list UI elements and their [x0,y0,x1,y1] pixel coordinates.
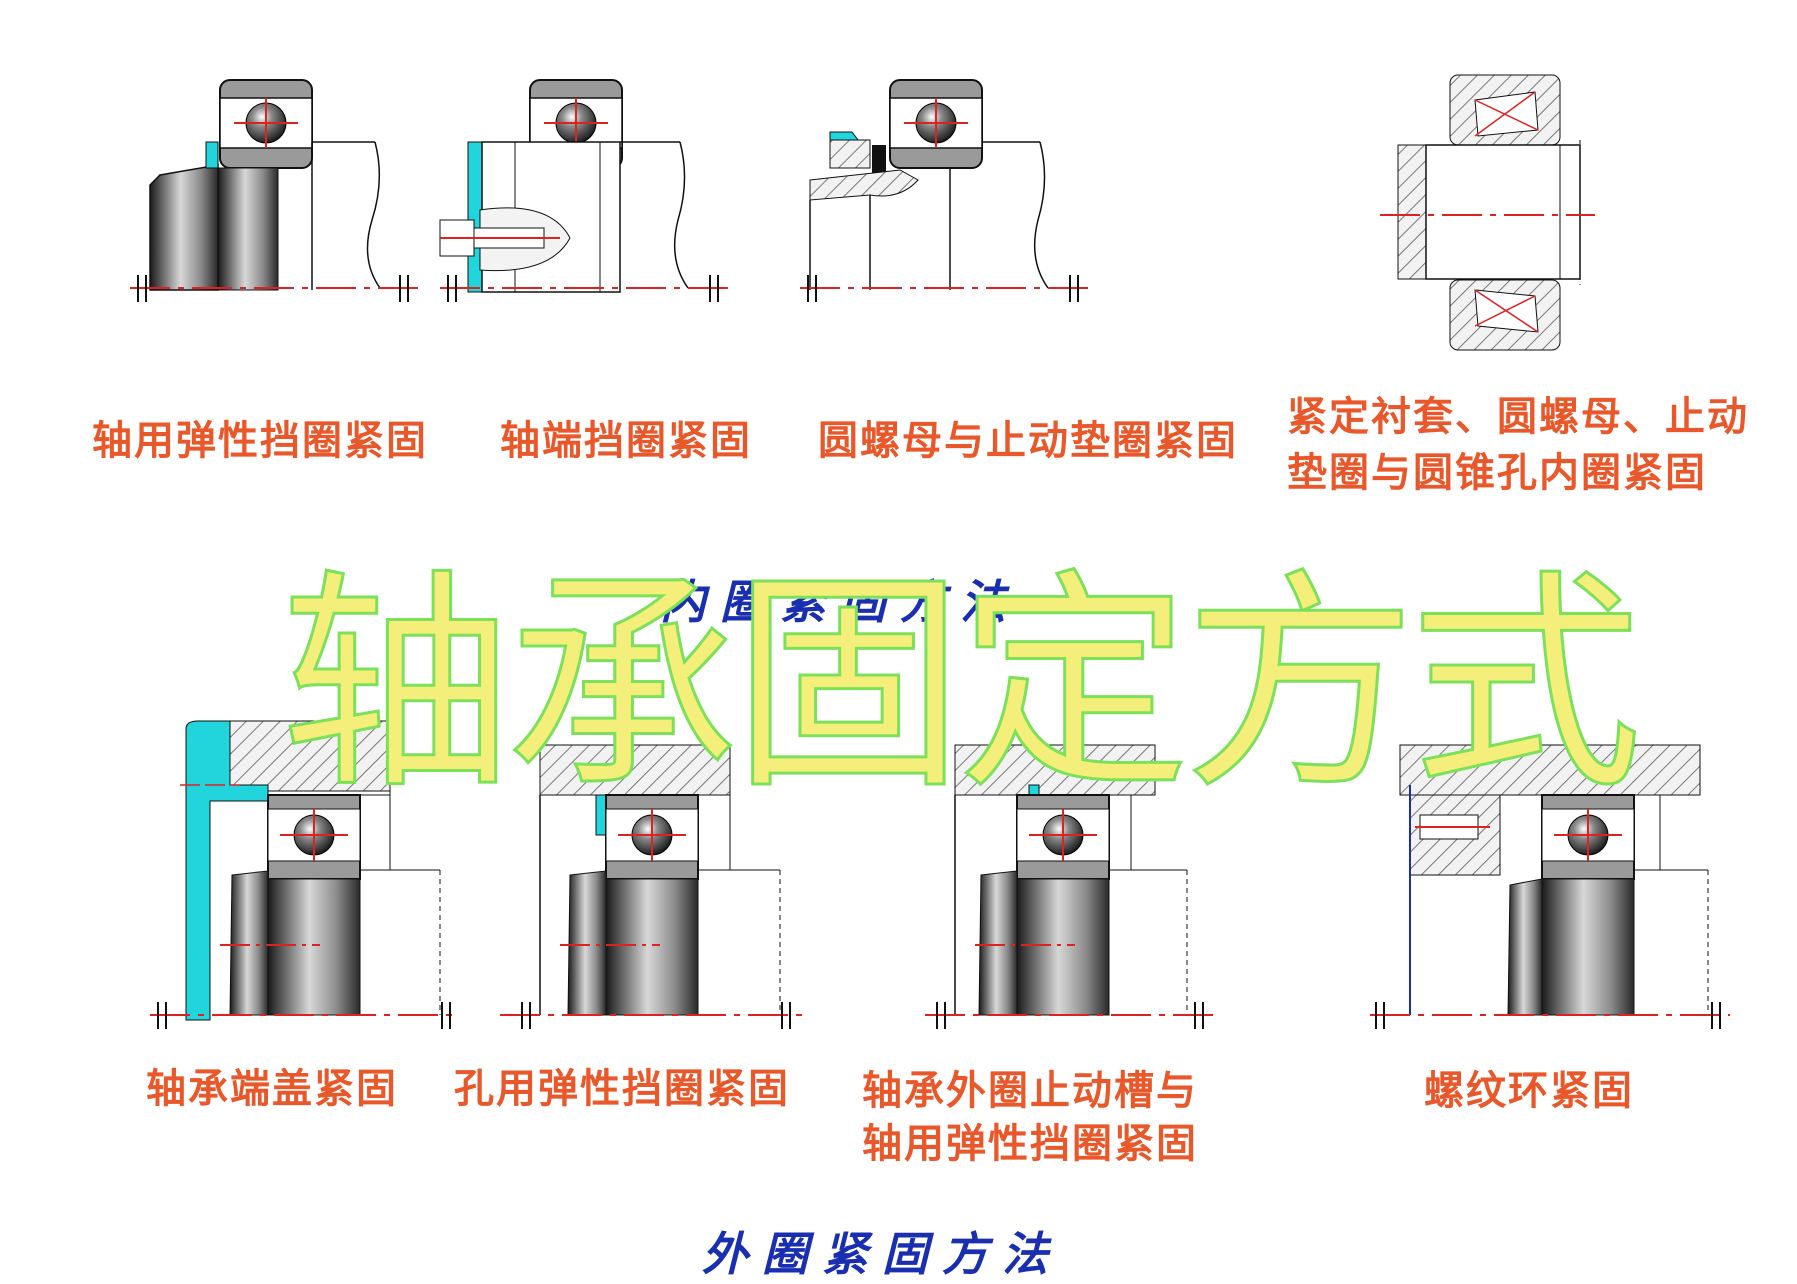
section-title-outer: 外圈紧固方法 [702,1227,1062,1281]
caption-outer-snap-groove-line2: 轴用弹性挡圈紧固 [862,1120,1198,1167]
caption-outer-threaded-ring: 螺纹环紧固 [1424,1067,1634,1114]
caption-inner-round-nut: 圆螺母与止动垫圈紧固 [818,417,1238,464]
figure-inner-adapter-sleeve [1380,70,1630,370]
caption-inner-end-plate: 轴端挡圈紧固 [500,417,752,464]
caption-inner-circlip: 轴用弹性挡圈紧固 [92,417,428,464]
figure-outer-snap-groove [925,715,1245,1035]
section-title-inner: 内圈紧固方法 [660,575,1020,629]
overlay-title: 轴承固定方式 [279,550,1644,820]
caption-inner-adapter-sleeve-line1: 紧定衬套、圆螺母、止动 [1287,393,1749,440]
figure-outer-end-cover [150,715,470,1035]
figure-inner-end-plate [439,70,740,350]
figure-inner-round-nut [800,70,1100,350]
figure-outer-hole-circlip [500,715,820,1035]
figure-inner-circlip [130,70,430,350]
caption-outer-end-cover: 轴承端盖紧固 [146,1065,398,1112]
caption-inner-adapter-sleeve-line2: 垫圈与圆锥孔内圈紧固 [1287,449,1707,496]
caption-outer-snap-groove-line1: 轴承外圈止动槽与 [862,1067,1198,1114]
figure-outer-threaded-ring [1360,715,1740,1035]
caption-outer-hole-circlip: 孔用弹性挡圈紧固 [454,1065,790,1112]
